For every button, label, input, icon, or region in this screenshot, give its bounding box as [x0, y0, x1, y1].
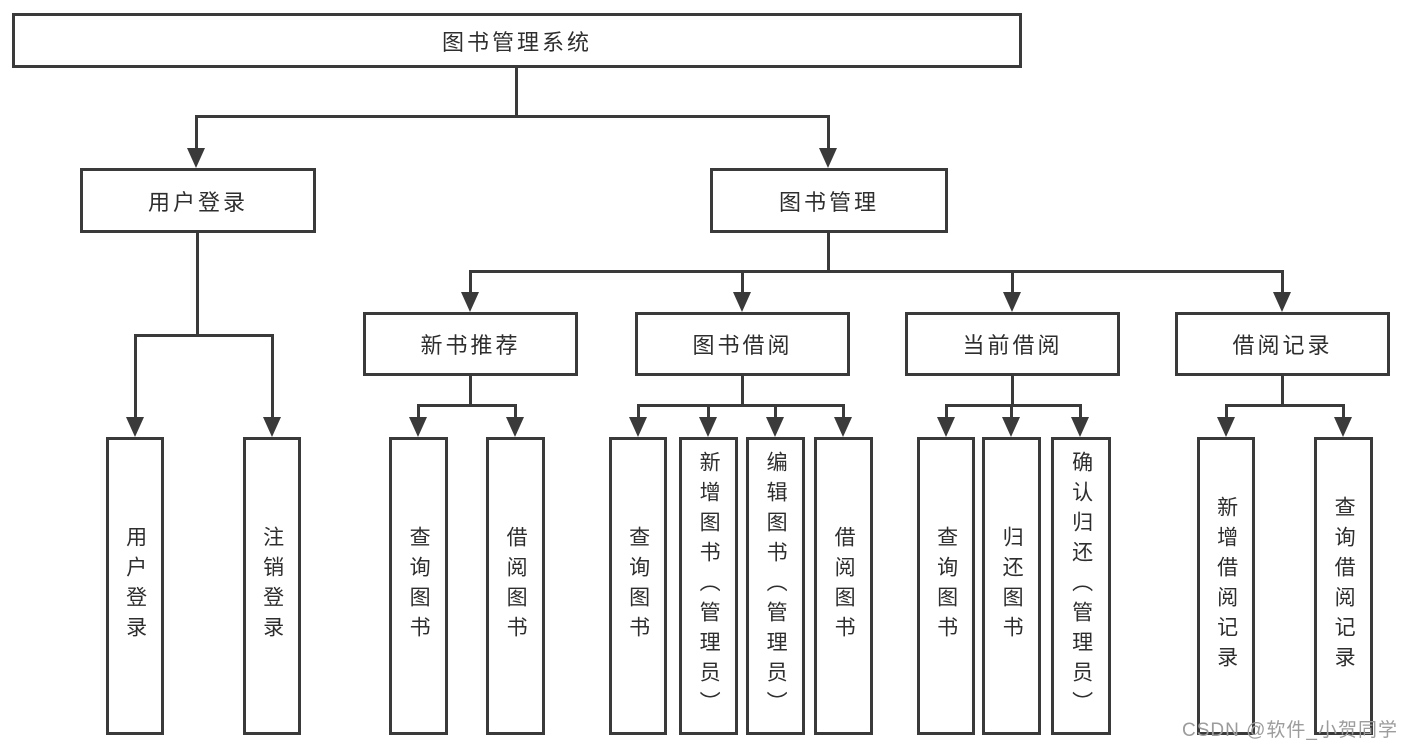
connector-line [1079, 404, 1082, 418]
leaf-cb-query-books: 查询图书 [917, 437, 975, 735]
leaf-br-query-record: 查询借阅记录 [1314, 437, 1373, 735]
connector-line [195, 115, 198, 149]
arrow-down-icon [187, 148, 205, 168]
node-book-borrowing: 图书借阅 [635, 312, 850, 376]
arrow-down-icon [1334, 417, 1352, 437]
connector-line [1011, 376, 1014, 406]
arrow-down-icon [506, 417, 524, 437]
connector-line [1010, 404, 1013, 418]
arrow-down-icon [263, 417, 281, 437]
leaf-cb-return-books: 归还图书 [982, 437, 1041, 735]
connector-line [514, 404, 517, 418]
leaf-br-add-record: 新增借阅记录 [1197, 437, 1255, 735]
leaf-cb-confirm-return-admin: 确认归还（管理员） [1051, 437, 1111, 735]
leaf-user-login: 用户登录 [106, 437, 164, 735]
node-user-login: 用户登录 [80, 168, 316, 233]
connector-line [134, 334, 274, 337]
connector-line [707, 404, 710, 418]
arrow-down-icon [733, 292, 751, 312]
connector-line [1342, 404, 1345, 418]
csdn-watermark: CSDN @软件_小贺同学 [1182, 720, 1398, 741]
node-library-management-system: 图书管理系统 [12, 13, 1022, 68]
connector-line [827, 115, 830, 149]
leaf-bb-add-books-admin: 新增图书（管理员） [679, 437, 738, 735]
arrow-down-icon [937, 417, 955, 437]
connector-line [271, 334, 274, 417]
arrow-down-icon [409, 417, 427, 437]
node-current-borrowing: 当前借阅 [905, 312, 1120, 376]
leaf-bb-borrow-books: 借阅图书 [814, 437, 873, 735]
connector-line [1011, 270, 1014, 294]
node-new-book-recommend: 新书推荐 [363, 312, 578, 376]
leaf-nbr-query-books: 查询图书 [389, 437, 448, 735]
arrow-down-icon [1002, 417, 1020, 437]
arrow-down-icon [1003, 292, 1021, 312]
connector-line [1281, 376, 1284, 406]
connector-line [1225, 404, 1228, 418]
connector-line [196, 233, 199, 336]
arrow-down-icon [819, 148, 837, 168]
connector-line [1225, 404, 1345, 407]
arrow-down-icon [1273, 292, 1291, 312]
arrow-down-icon [699, 417, 717, 437]
connector-line [469, 270, 1283, 273]
arrow-down-icon [461, 292, 479, 312]
connector-line [945, 404, 1082, 407]
connector-line [195, 115, 830, 118]
arrow-down-icon [766, 417, 784, 437]
connector-line [945, 404, 948, 418]
connector-line [469, 376, 472, 406]
leaf-logout-login: 注销登录 [243, 437, 301, 735]
connector-line [637, 404, 845, 407]
connector-line [469, 270, 472, 294]
leaf-nbr-borrow-books: 借阅图书 [486, 437, 545, 735]
node-book-management: 图书管理 [710, 168, 948, 233]
arrow-down-icon [126, 417, 144, 437]
arrow-down-icon [629, 417, 647, 437]
connector-line [842, 404, 845, 418]
arrow-down-icon [1217, 417, 1235, 437]
connector-line [134, 334, 137, 417]
arrow-down-icon [834, 417, 852, 437]
connector-line [741, 270, 744, 294]
leaf-bb-query-books: 查询图书 [609, 437, 667, 735]
connector-line [417, 404, 517, 407]
connector-line [741, 376, 744, 406]
connector-line [774, 404, 777, 418]
leaf-bb-edit-books-admin: 编辑图书（管理员） [746, 437, 805, 735]
connector-line [637, 404, 640, 418]
connector-line [417, 404, 420, 418]
connector-line [1281, 270, 1284, 294]
connector-line [515, 68, 518, 118]
connector-line [827, 233, 830, 273]
node-borrowing-records: 借阅记录 [1175, 312, 1390, 376]
arrow-down-icon [1071, 417, 1089, 437]
